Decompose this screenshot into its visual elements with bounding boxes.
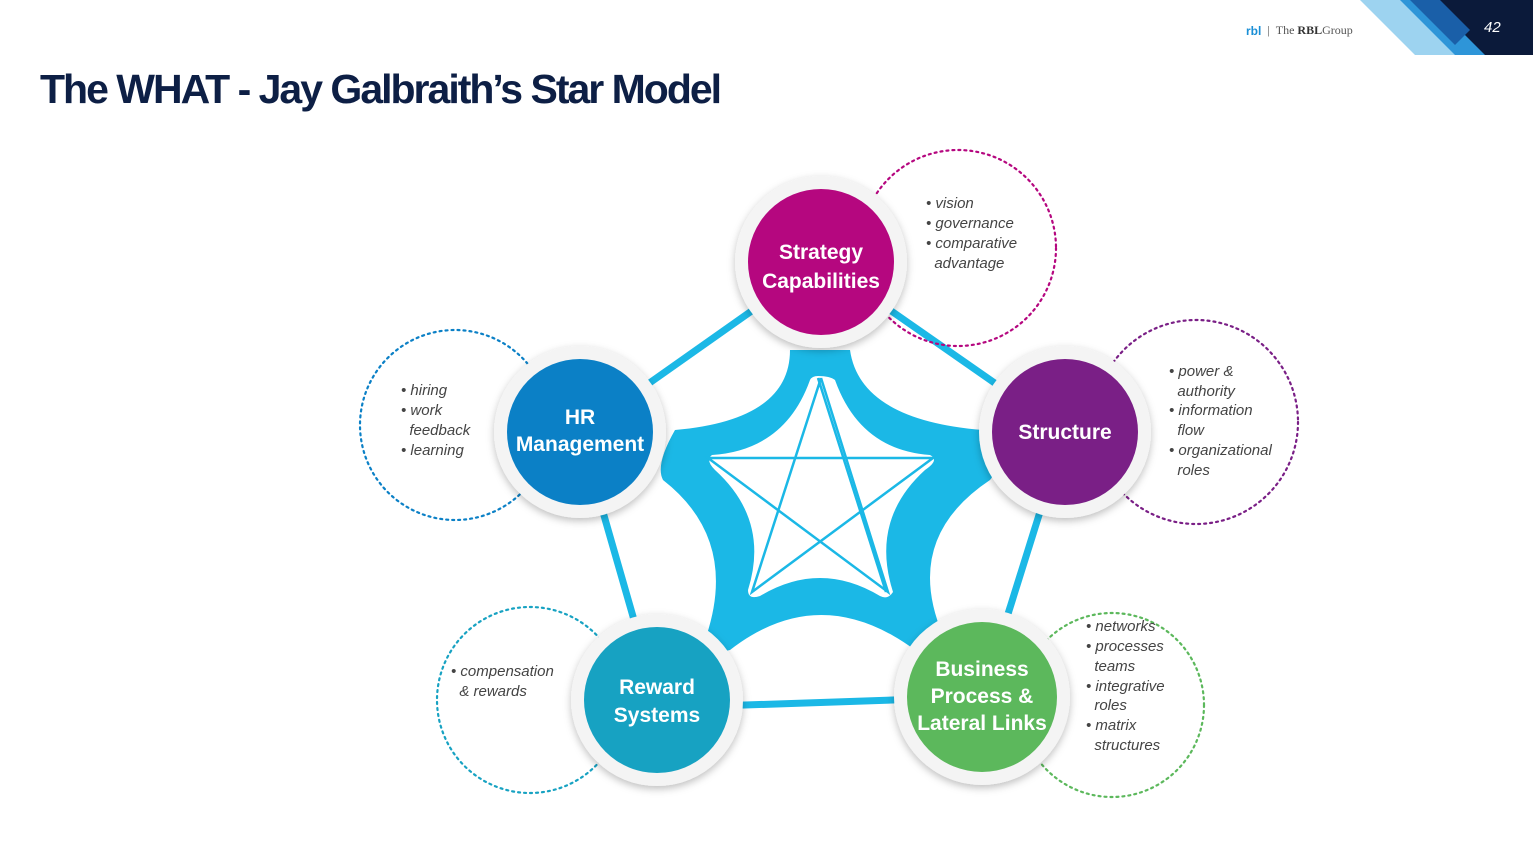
brand-bold: RBL <box>1297 23 1323 37</box>
node-structure: Structure <box>979 346 1151 518</box>
hr-bullets: • hiring• work feedback• learning <box>401 382 472 459</box>
svg-text:Structure: Structure <box>1018 421 1111 444</box>
reward-bullets: • compensation & rewards <box>451 663 554 700</box>
structure-bullets: • power & authority• information flow• o… <box>1169 363 1272 479</box>
business-bullets: • networks• processes teams• integrative… <box>1086 618 1165 754</box>
brand-name: The RBLGroup <box>1276 23 1353 38</box>
brand-logo: rbl | The RBLGroup <box>1246 23 1353 38</box>
rbl-logo-icon: rbl <box>1246 23 1262 38</box>
slide-title: The WHAT - Jay Galbraith’s Star Model <box>40 66 722 112</box>
brand-suffix: Group <box>1322 23 1353 37</box>
divider: | <box>1267 23 1270 37</box>
page-number: 42 <box>1484 19 1501 36</box>
brand-prefix: The <box>1275 23 1295 37</box>
strategy-bullets: • vision• governance• comparative advant… <box>926 195 1017 272</box>
central-star-icon <box>660 350 994 652</box>
header-decoration <box>1360 0 1533 55</box>
